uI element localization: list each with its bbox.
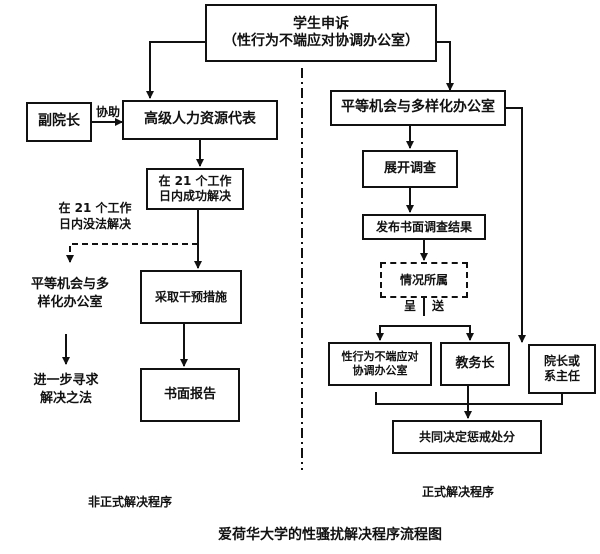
left-eo-office-line2: 样化办公室 [37, 294, 103, 310]
left-eo-office-line1: 平等机会与多 [30, 277, 109, 292]
arrow-top-to-eo [435, 41, 454, 91]
unresolved-21-line1: 在 21 个工作 [58, 201, 132, 215]
joint-decision-label: 共同决定惩戒处分 [418, 429, 515, 444]
student-complaint-box: 学生申诉 （性行为不端应对协调办公室） [205, 4, 437, 62]
arrow-top-to-hr [146, 41, 205, 99]
submit-label-a: 呈 [403, 299, 416, 313]
written-report-label: 书面报告 [163, 386, 216, 402]
informal-section-label: 非正式解决程序 [87, 495, 172, 509]
further-label: 进一步寻求 解决之法 [20, 372, 112, 407]
resolved-21-line1: 在 21 个工作 [158, 174, 232, 188]
dean-line2: 系主任 [543, 369, 580, 383]
formal-section-label: 正式解决程序 [421, 485, 494, 499]
arrow-dashed-to-eo [66, 243, 198, 263]
case-belongs-label: 情况所属 [399, 272, 448, 287]
investigate-box: 展开调查 [362, 150, 458, 188]
further-line2: 解决之法 [39, 390, 92, 406]
publish-results-box: 发布书面调查结果 [362, 214, 486, 240]
arrow-to-office [379, 325, 471, 338]
vice-president-label: 副院长 [38, 113, 80, 130]
hr-rep-label: 高级人力资源代表 [144, 111, 256, 128]
publish-results-label: 发布书面调查结果 [375, 219, 472, 234]
case-belongs-box: 情况所属 [380, 262, 468, 298]
unresolved-21-label: 在 21 个工作 日内没法解决 [44, 200, 146, 232]
vice-president-box: 副院长 [26, 102, 92, 142]
submit-label-b: 送 [431, 299, 444, 313]
right-eo-office-box: 平等机会与多样化办公室 [330, 90, 506, 126]
misconduct-office-box: 性行为不端应对 协调办公室 [328, 342, 432, 386]
right-eo-office-label: 平等机会与多样化办公室 [341, 99, 495, 116]
dean-box: 院长或 系主任 [528, 344, 596, 394]
intervention-label: 采取干预措施 [154, 289, 227, 304]
left-eo-office-label: 平等机会与多 样化办公室 [14, 276, 126, 311]
student-complaint-line2: （性行为不端应对协调办公室） [223, 33, 419, 49]
provost-label: 教务长 [455, 355, 495, 371]
arrow-eo-to-dean [505, 107, 526, 343]
written-report-box: 书面报告 [140, 368, 240, 422]
resolved-21-line2: 日内成功解决 [158, 189, 231, 203]
hr-rep-box: 高级人力资源代表 [122, 100, 278, 140]
further-line1: 进一步寻求 [33, 373, 99, 388]
misconduct-office-line2: 协调办公室 [352, 364, 408, 377]
assist-label: 协助 [95, 105, 120, 119]
provost-box: 教务长 [440, 342, 510, 386]
investigate-label: 展开调查 [383, 160, 436, 176]
dean-line1: 院长或 [543, 354, 580, 368]
joint-decision-box: 共同决定惩戒处分 [392, 420, 542, 454]
intervention-box: 采取干预措施 [140, 270, 242, 324]
misconduct-office-line1: 性行为不端应对 [341, 350, 419, 364]
resolved-21-box: 在 21 个工作 日内成功解决 [146, 168, 244, 210]
unresolved-21-line2: 日内没法解决 [58, 217, 131, 232]
diagram-title: 爱荷华大学的性骚扰解决程序流程图 [218, 527, 442, 543]
student-complaint-line1: 学生申诉 [293, 15, 349, 32]
